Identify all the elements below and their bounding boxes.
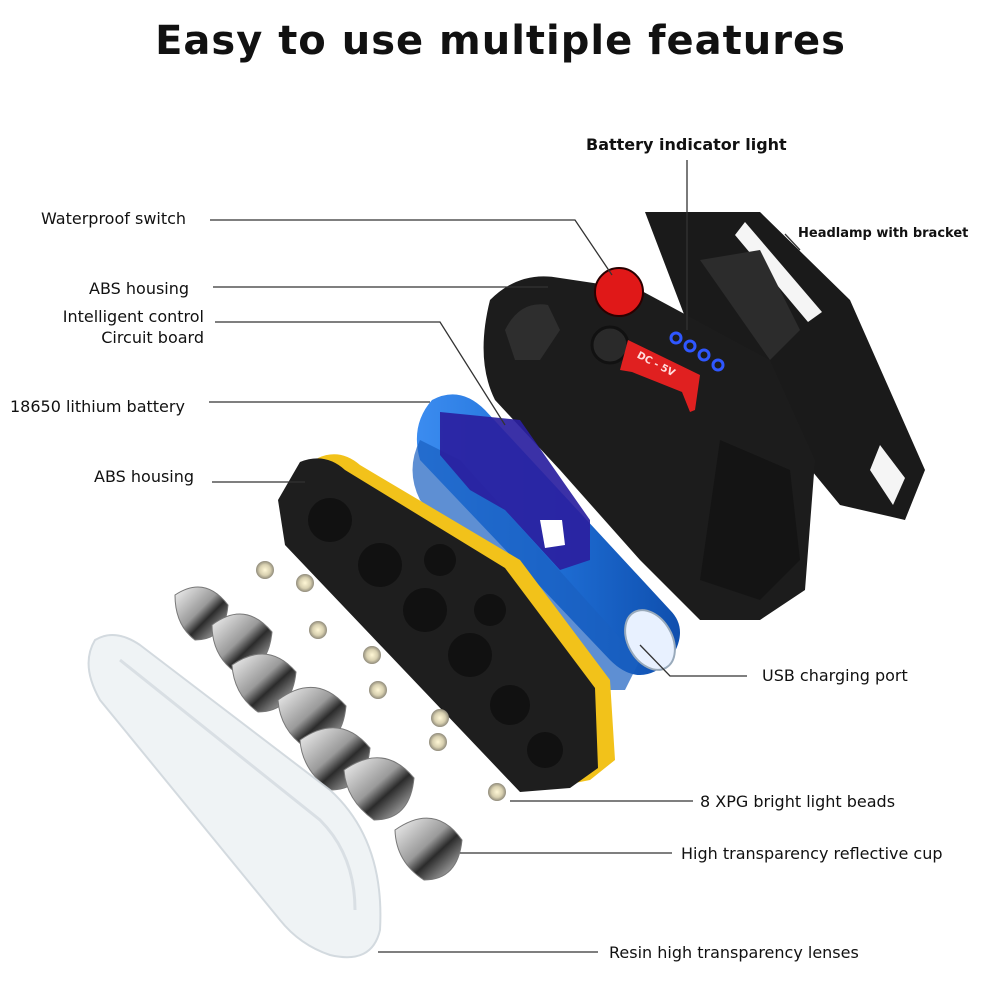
label-headlamp-bracket: Headlamp with bracket: [798, 226, 969, 241]
usb-charging-port: [620, 340, 700, 412]
abs-housing-top: [483, 276, 815, 620]
label-lenses: Resin high transparency lenses: [609, 943, 859, 962]
lithium-battery: [412, 394, 680, 690]
label-abs-housing-top: ABS housing: [89, 279, 190, 298]
headlamp-bracket: [645, 212, 925, 520]
label-light-beads: 8 XPG bright light beads: [700, 792, 896, 811]
label-abs-housing-bottom: ABS housing: [94, 467, 195, 486]
label-waterproof-switch: Waterproof switch: [41, 209, 187, 228]
label-reflective-cup: High transparency reflective cup: [681, 844, 943, 863]
leader-lines: [209, 160, 801, 953]
label-lithium-battery: 18650 lithium battery: [10, 397, 185, 416]
waterproof-switch-button: [594, 267, 644, 317]
abs-housing-bottom: [278, 454, 615, 792]
label-circuit-board: Circuit board: [101, 328, 204, 347]
label-usb-port: USB charging port: [762, 666, 908, 685]
light-beads: [256, 561, 506, 801]
battery-indicator-lights: [669, 331, 725, 372]
label-battery-indicator: Battery indicator light: [586, 135, 787, 154]
page-title: Easy to use multiple features: [155, 18, 846, 64]
reflective-cups: [174, 586, 463, 881]
label-intelligent-control: Intelligent control: [62, 307, 204, 326]
resin-lens: [87, 634, 382, 959]
